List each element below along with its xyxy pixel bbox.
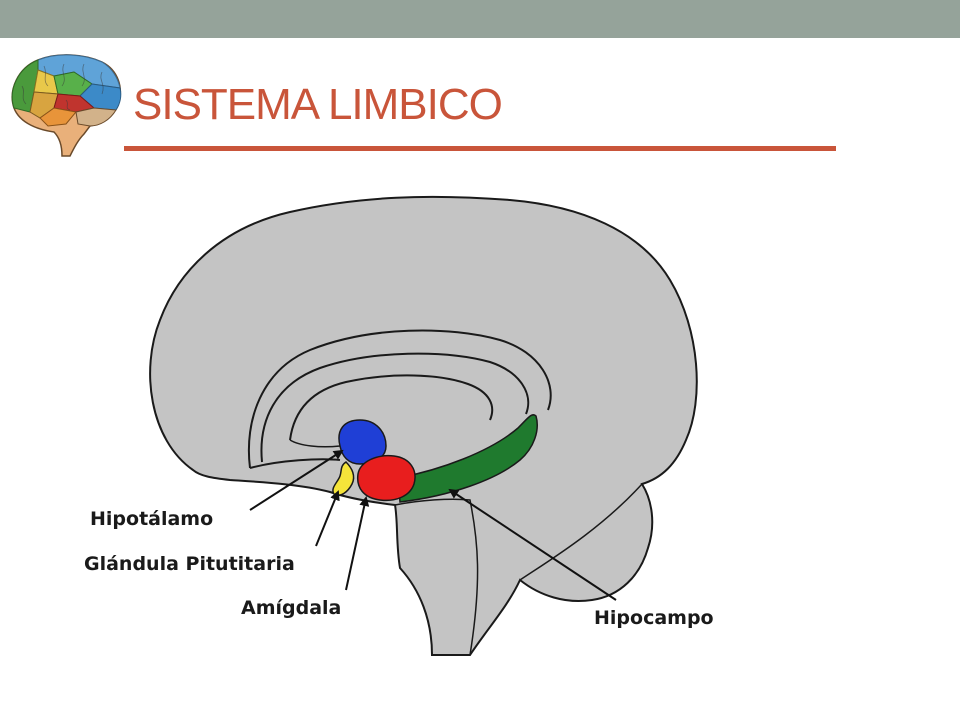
arrow-pituitary — [315, 490, 340, 547]
arrow-hippocampus — [448, 488, 617, 601]
brain-silhouette — [149, 195, 698, 656]
colored-brain-icon — [11, 54, 122, 157]
arrow-hypothalamus — [249, 449, 344, 511]
hypothalamus-region — [338, 419, 387, 465]
label-pituitary: Glándula Pitutitaria — [84, 553, 295, 575]
brainstem-outline — [394, 498, 479, 656]
arrow-amygdala — [345, 496, 370, 591]
cingulate-outer — [247, 329, 552, 469]
label-amygdala: Amígdala — [241, 597, 342, 619]
inner-curve — [289, 439, 341, 448]
top-bar — [0, 0, 960, 38]
amygdala-region — [356, 454, 416, 502]
label-hypothalamus: Hipotálamo — [90, 508, 214, 530]
corpus-callosum-outer — [260, 352, 530, 463]
hippocampus-region — [397, 414, 538, 503]
label-hippocampus: Hipocampo — [594, 607, 714, 629]
title-underline — [124, 146, 836, 151]
corpus-callosum-inner — [289, 374, 494, 441]
cerebellum-line — [519, 483, 643, 581]
slide-title: SISTEMA LIMBICO — [133, 80, 503, 129]
